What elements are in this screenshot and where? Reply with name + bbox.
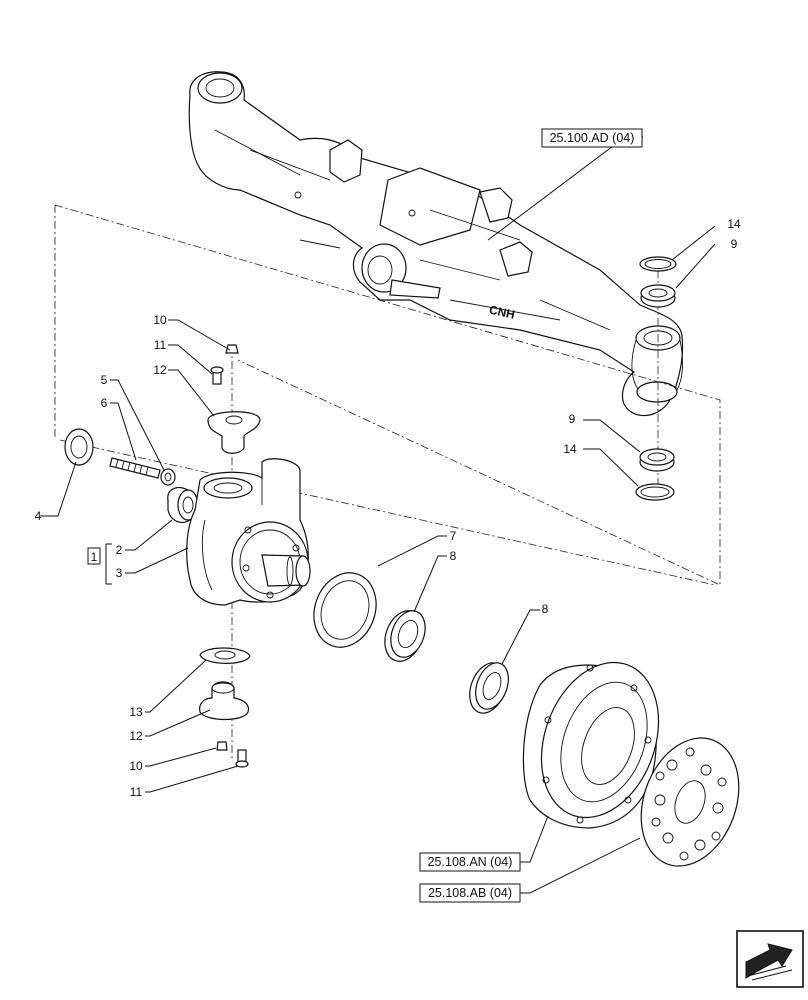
axle-logo: CNH [488, 303, 516, 322]
seal-4 [64, 428, 94, 466]
group-bracket [87, 543, 112, 585]
steering-knuckle-3 [186, 458, 311, 606]
axle-housing [188, 71, 684, 417]
leader-lines [40, 136, 716, 894]
bearing-9-lower [639, 448, 675, 472]
shim-13 [199, 647, 251, 664]
kingpin-cap-12-lower [199, 681, 250, 721]
grease-fitting-10-lower [216, 741, 228, 751]
callout-11-lower: 11 [130, 785, 143, 799]
callout-9-upper: 9 [731, 237, 738, 251]
callout-14-upper: 14 [727, 217, 741, 231]
bolt-11-upper [210, 366, 224, 385]
callout-8-outer: 8 [542, 602, 549, 616]
callout-11-upper: 11 [154, 338, 167, 352]
stud-6 [109, 457, 161, 479]
callout-3: 3 [116, 566, 123, 580]
next-page-arrow-icon[interactable] [736, 930, 804, 988]
callout-5: 5 [101, 373, 108, 387]
assembly-boundary [54, 204, 721, 586]
callout-13: 13 [129, 705, 143, 719]
bearing-8-outer [469, 662, 509, 714]
ref-box-axle-housing[interactable]: 25.100.AD (04) [541, 128, 643, 148]
ref-hub-plate-text: 25.108.AB (04) [428, 886, 512, 900]
callout-12-lower: 12 [129, 729, 143, 743]
seal-ring-7 [313, 572, 377, 648]
callout-7: 7 [450, 529, 457, 543]
callout-4: 4 [35, 509, 42, 523]
nut-5 [160, 468, 176, 486]
seal-14-lower [635, 483, 675, 501]
grease-fitting-10-upper [225, 344, 239, 354]
callout-12-upper: 12 [153, 363, 167, 377]
hub-plate [640, 737, 740, 867]
axis-line [59, 439, 716, 586]
callout-10-lower: 10 [129, 759, 143, 773]
bearing-9-upper [640, 284, 676, 308]
bearing-8-inner [384, 610, 426, 662]
callout-14-lower: 14 [563, 442, 577, 456]
ref-hub-carrier-text: 25.108.AN (04) [428, 855, 513, 869]
callout-1: 1 [91, 550, 98, 564]
ref-axle-housing-text: 25.100.AD (04) [550, 131, 635, 145]
ref-box-hub-carrier[interactable]: 25.108.AN (04) [419, 852, 521, 872]
hub-carrier [522, 661, 660, 829]
callout-2: 2 [116, 543, 123, 557]
callout-9-lower: 9 [569, 412, 576, 426]
callout-8-inner: 8 [450, 549, 457, 563]
seal-14-upper [639, 256, 677, 272]
kingpin-cap-12-upper [207, 411, 261, 454]
bolt-11-lower [235, 749, 249, 768]
ref-box-hub-plate[interactable]: 25.108.AB (04) [419, 883, 521, 903]
callout-10-upper: 10 [153, 313, 167, 327]
callout-6: 6 [101, 396, 108, 410]
